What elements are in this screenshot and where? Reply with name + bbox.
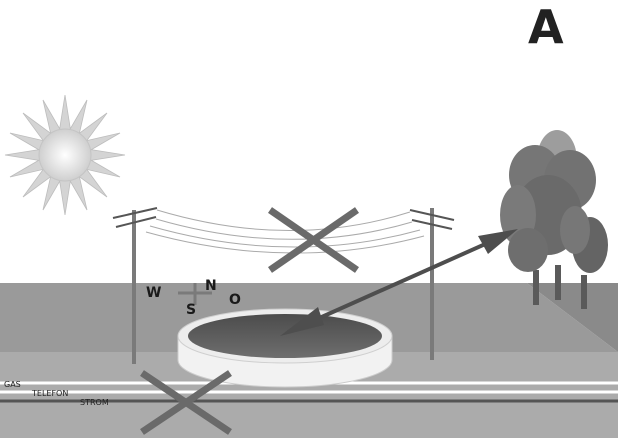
compass-south: S [186, 302, 196, 318]
overhead-wires [145, 209, 425, 254]
pond [177, 308, 393, 388]
compass-north: N [205, 278, 217, 294]
power-pole-icon [112, 207, 158, 364]
compass-east: O [229, 292, 241, 308]
cross-mark-icon [140, 370, 232, 435]
compass-rose-icon [178, 283, 212, 305]
tree-icon [500, 130, 608, 309]
compass-west: W [146, 285, 161, 301]
gas-label: GAS [4, 380, 21, 389]
cross-mark-icon [268, 207, 359, 273]
ground-front [0, 352, 618, 438]
power-label: STROM [80, 398, 109, 407]
telephone-label: TELEFON [31, 389, 68, 398]
arrow-icon [280, 229, 518, 336]
ground-side [527, 283, 618, 352]
panel-letter: A [528, 0, 564, 54]
power-pole-icon [409, 208, 455, 360]
sun-icon [4, 94, 126, 216]
